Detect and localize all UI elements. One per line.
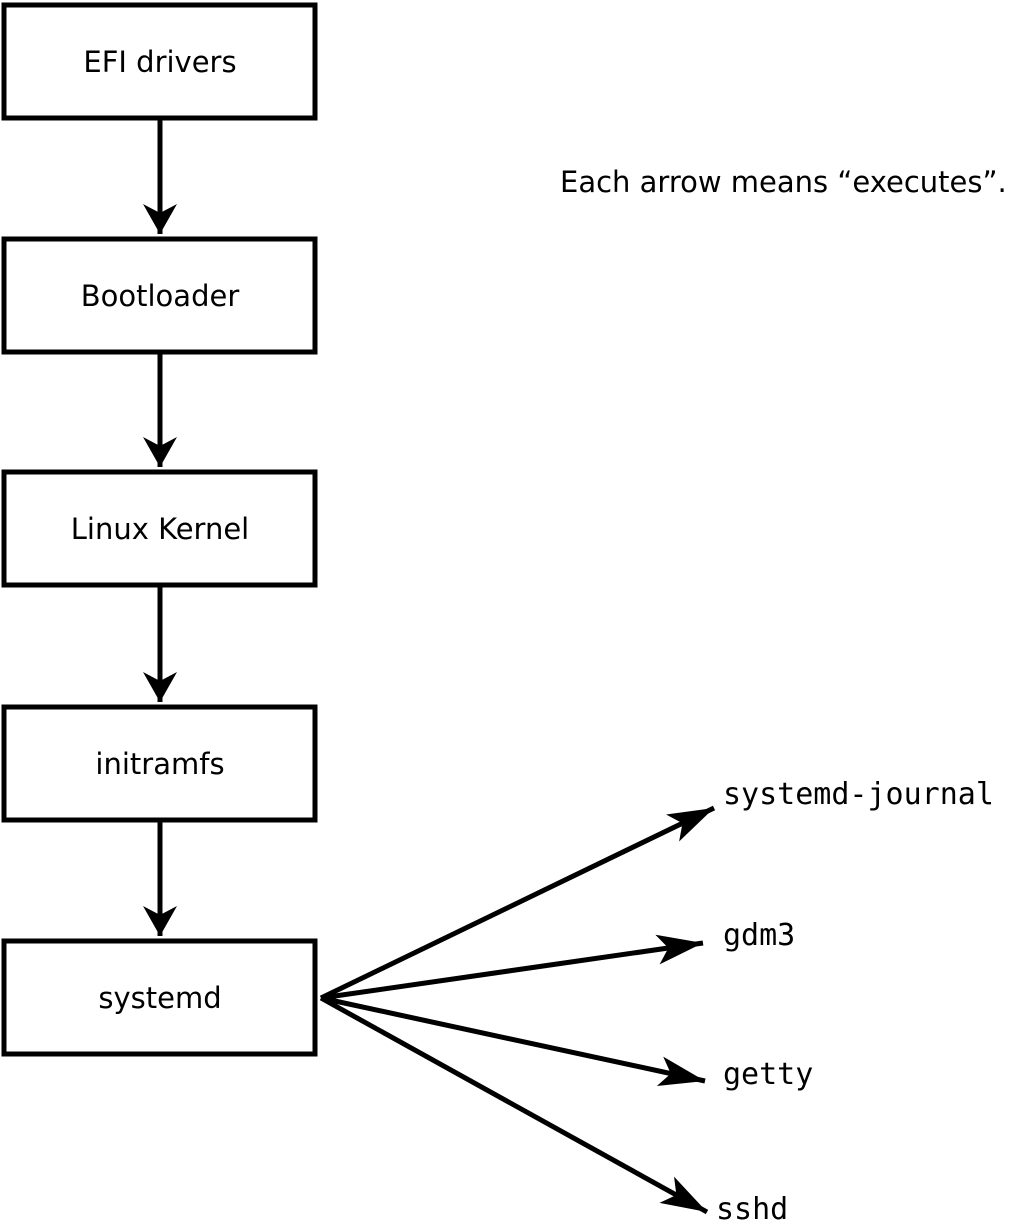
bootloader-box — [1, 236, 318, 355]
chain-node-systemd: systemd — [1, 938, 318, 1057]
initramfs-label: initramfs — [95, 747, 224, 781]
arrow-meaning-note: Each arrow means “executes”. — [560, 165, 1007, 199]
chain-node-initramfs: initramfs — [1, 704, 318, 823]
chain-node-efi-drivers: EFI drivers — [1, 2, 318, 121]
process-label-getty: getty — [723, 1057, 813, 1092]
efi-drivers-label: EFI drivers — [83, 45, 236, 79]
process-label-sshd: sshd — [716, 1192, 788, 1227]
linux-kernel-label: Linux Kernel — [71, 512, 249, 546]
linux-kernel-box — [1, 469, 318, 588]
systemd-label: systemd — [98, 981, 221, 1015]
initramfs-box — [1, 704, 318, 823]
bootloader-label: Bootloader — [81, 279, 240, 313]
executes-arrow-systemd-to-sshd — [319, 995, 709, 1215]
executes-arrow-systemd-to-systemd-journal — [319, 805, 716, 1001]
chain-node-linux-kernel: Linux Kernel — [1, 469, 318, 588]
efi-drivers-box — [1, 2, 318, 121]
process-label-systemd-journal: systemd-journal — [723, 777, 994, 812]
executes-arrow-systemd-to-gdm3 — [320, 934, 704, 1001]
chain-node-bootloader: Bootloader — [1, 236, 318, 355]
executes-arrow-systemd-to-getty — [320, 995, 706, 1086]
process-label-gdm3: gdm3 — [723, 918, 795, 953]
systemd-box — [1, 938, 318, 1057]
